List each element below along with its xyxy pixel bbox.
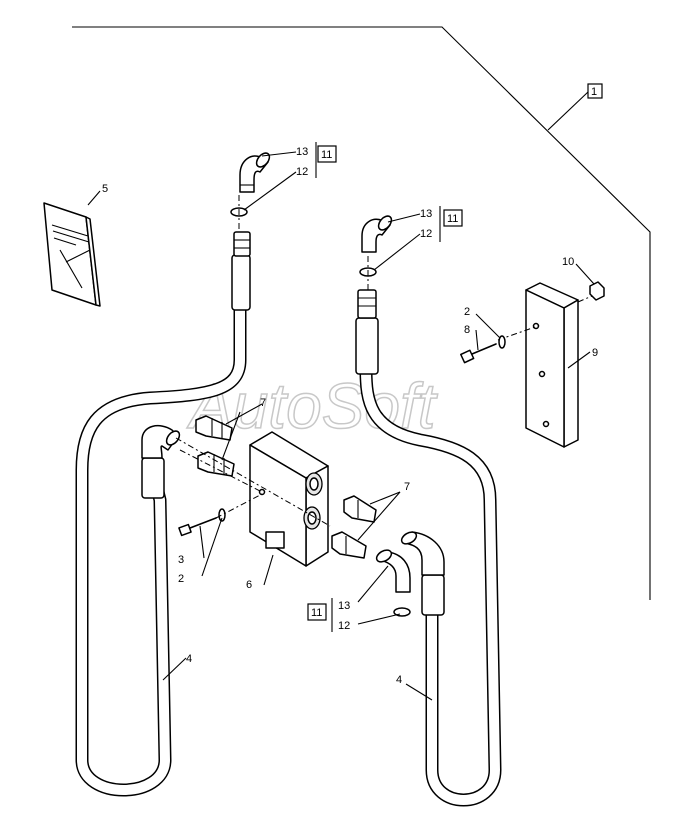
washer-right: [498, 335, 506, 349]
mounting-plate: [525, 282, 579, 448]
elbow-fitting-right-top: [361, 215, 393, 253]
elbow-fitting-left-top: [239, 152, 271, 193]
callout-9: 9: [592, 347, 598, 359]
callout-7-lower: 7: [404, 481, 410, 493]
callout-2-right: 2: [464, 306, 470, 318]
kit-boundary-line: [72, 26, 651, 600]
axis-line: [577, 295, 593, 303]
svg-text:11: 11: [321, 149, 332, 161]
callout-4-left: 4: [186, 653, 192, 665]
operator-manual: [43, 202, 101, 307]
adapter-lower-2: [331, 531, 367, 559]
callout-box-11-right: 11: [443, 209, 463, 227]
callout-2-left: 2: [178, 573, 184, 585]
svg-text:1: 1: [591, 86, 597, 98]
valve-block: [249, 431, 329, 567]
bolt-left: [178, 517, 217, 537]
nut: [589, 281, 605, 301]
callout-13-left: 13: [296, 146, 308, 158]
callout-12-bottom: 12: [338, 620, 350, 632]
callout-box-1: 1: [587, 83, 603, 99]
callout-12-right: 12: [420, 228, 432, 240]
callout-leaders: [162, 151, 595, 701]
svg-text:11: 11: [447, 213, 458, 225]
hose-right: [355, 289, 502, 807]
washer-left: [218, 508, 226, 522]
callout-5: 5: [102, 183, 108, 195]
axis-line: [215, 493, 263, 519]
callout-13-bottom: 13: [338, 600, 350, 612]
callout-8: 8: [464, 324, 470, 336]
callout-13-right: 13: [420, 208, 432, 220]
bolt-right: [460, 343, 497, 364]
callout-box-11-left: 11: [317, 145, 337, 163]
callout-leader-1: [547, 91, 589, 131]
callout-leader-5: [87, 190, 101, 206]
callout-box-11-bottom: 11: [307, 603, 327, 621]
callout-7-upper: 7: [260, 397, 266, 409]
callout-leader-6: [263, 554, 274, 586]
adapter-lower-1: [343, 495, 377, 523]
callout-3: 3: [178, 554, 184, 566]
elbow-fitting-bottom: [375, 549, 411, 593]
axis-line: [179, 449, 263, 493]
hose-left: [75, 231, 251, 797]
callout-10: 10: [562, 256, 574, 268]
callout-12-left: 12: [296, 166, 308, 178]
adapter-upper-2: [197, 451, 235, 477]
callout-6: 6: [246, 579, 252, 591]
svg-text:11: 11: [311, 607, 322, 619]
callout-4-right: 4: [396, 674, 402, 686]
axis-line: [175, 437, 331, 527]
